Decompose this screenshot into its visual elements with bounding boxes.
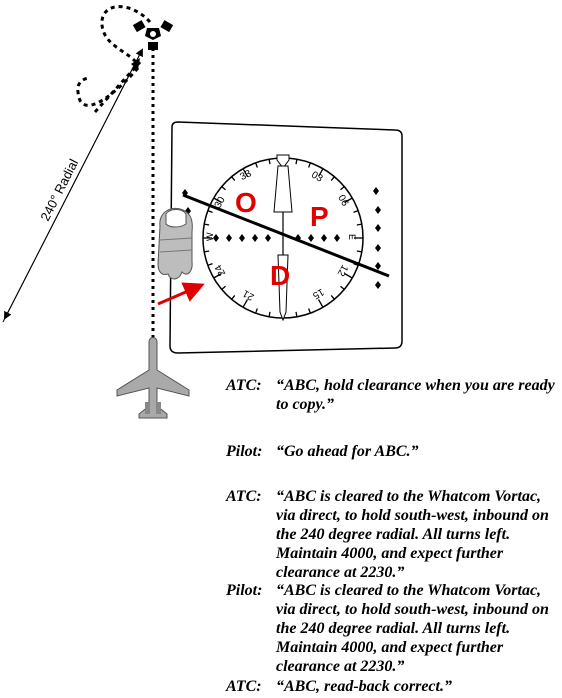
compass-tick (340, 285, 345, 290)
side-dot (375, 262, 381, 270)
compass-tick (330, 295, 335, 300)
compass-number-33: 33 (238, 168, 253, 183)
entry-letter-direct: D (270, 260, 290, 291)
compass-tick (221, 186, 226, 191)
entry-letter-offset: O (235, 187, 257, 218)
message-text: “ABC, read-back correct.” (276, 678, 452, 695)
speaker-label: Pilot: (226, 582, 263, 599)
deviation-dot (265, 234, 271, 242)
compass-tick (353, 210, 359, 213)
deviation-dot (321, 234, 327, 242)
side-dot (375, 281, 381, 289)
compass-tick (231, 295, 236, 300)
radial-line-tail (4, 49, 143, 320)
side-dot (375, 206, 381, 214)
course-deviation-dots (213, 234, 340, 242)
compass-tick (330, 176, 335, 181)
compass-tick (221, 285, 226, 290)
side-dot (375, 224, 381, 232)
compass-tick (213, 197, 222, 204)
compass-number-24: 24 (213, 262, 228, 278)
dialog-line: Pilot: “ABC is cleared to the Whatcom Vo… (226, 581, 562, 676)
compass-number-21: 21 (241, 287, 257, 302)
compass-tick (340, 186, 345, 191)
aircraft-icon (116, 337, 190, 419)
holding-pattern-track (73, 6, 155, 97)
compass-tick (356, 223, 362, 226)
dialog-line: ATC: “ABC is cleared to the Whatcom Vort… (226, 487, 562, 582)
holding-pattern-outbound (100, 5, 152, 64)
speaker-label: ATC: (226, 488, 262, 505)
compass-tick (207, 263, 213, 266)
compass-tick (317, 168, 324, 177)
compass-tick (295, 159, 298, 165)
compass-number-03: 03 (309, 170, 325, 185)
compass-letter-e: E (347, 234, 357, 240)
compass-number-06: 06 (335, 193, 350, 209)
compass-tick (204, 250, 210, 253)
compass-tick (317, 299, 324, 308)
compass-tick (356, 250, 362, 253)
speaker-label: Pilot: (226, 443, 263, 460)
compass-tick (242, 299, 249, 308)
compass-letter-w: W (205, 232, 215, 241)
compass-tick (231, 176, 236, 181)
speaker-label: ATC: (226, 377, 262, 394)
compass-tick (308, 162, 311, 168)
deviation-dot (334, 234, 340, 242)
side-dots (182, 187, 381, 289)
message-text: “ABC is cleared to the Whatcom Vortac, v… (276, 582, 549, 675)
deviation-dot (239, 234, 245, 242)
vortac-station-icon (132, 20, 174, 50)
inbound-arrowhead (131, 58, 140, 70)
thumb-icon (157, 207, 193, 280)
speaker-label: ATC: (226, 678, 262, 695)
compass-tick (344, 197, 353, 204)
deviation-dot (226, 234, 232, 242)
dialog-line: ATC: “ABC, read-back correct.” (226, 677, 562, 696)
dialog-line: ATC: “ABC, hold clearance when you are r… (226, 376, 562, 414)
compass-tick (204, 223, 210, 226)
compass-number-30: 30 (213, 195, 228, 211)
compass-tick (268, 311, 271, 317)
inbound-leg (88, 45, 140, 78)
side-dot (373, 187, 379, 195)
message-text: “ABC is cleared to the Whatcom Vortac, v… (276, 488, 549, 581)
compass-number-15: 15 (310, 286, 326, 301)
deviation-dot (252, 234, 258, 242)
compass-tick (213, 272, 222, 279)
dialog-line: Pilot: “Go ahead for ABC.” (226, 442, 562, 461)
message-text: “Go ahead for ABC.” (276, 443, 419, 460)
entry-divider-line (182, 193, 390, 278)
compass-tick (268, 159, 271, 165)
side-dot (375, 244, 381, 252)
compass-tick (255, 162, 258, 168)
inbound-course-arrow (93, 60, 142, 114)
compass-tick (207, 210, 213, 213)
course-needle (273, 154, 293, 322)
compass-tick (255, 308, 258, 314)
holding-leg (76, 67, 140, 107)
entry-letter-parallel: P (310, 201, 329, 232)
compass-number-12: 12 (335, 263, 350, 279)
compass-tick (308, 308, 311, 314)
compass-tick (344, 272, 353, 279)
message-text: “ABC, hold clearance when you are ready … (276, 377, 555, 413)
compass-tick (295, 311, 298, 317)
radial-label: 240° Radial (37, 156, 81, 223)
compass-tick (242, 168, 249, 177)
deviation-dot (213, 234, 219, 242)
red-arrow (157, 282, 205, 306)
deviation-dot (308, 234, 314, 242)
